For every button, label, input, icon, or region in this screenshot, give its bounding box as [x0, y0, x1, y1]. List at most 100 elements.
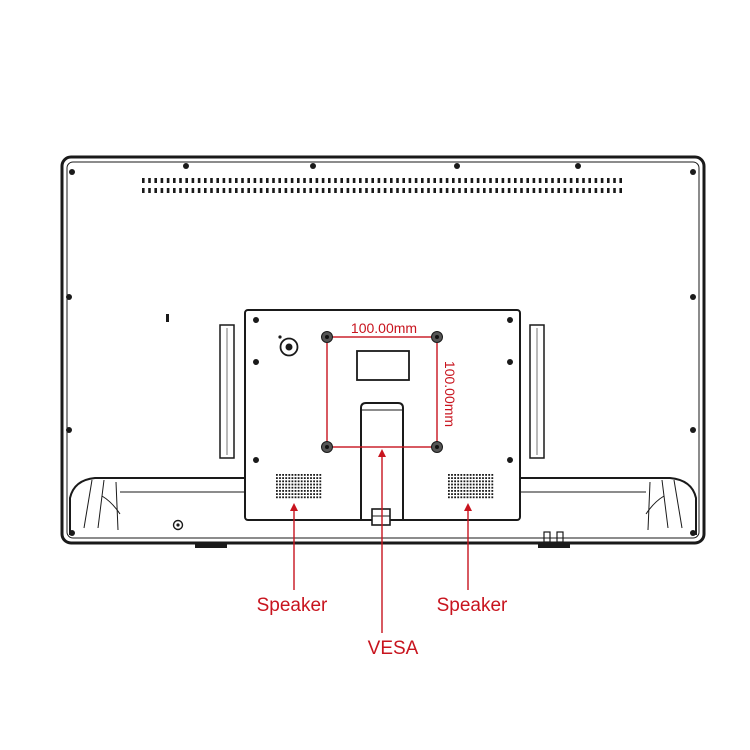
vent-slot [204, 188, 207, 193]
speaker-hole [300, 474, 303, 476]
speaker-hole [460, 483, 463, 486]
vesa-width-label: 100.00mm [351, 320, 417, 336]
speaker-hole [448, 490, 450, 492]
vent-slot [247, 178, 250, 183]
speaker-hole [300, 477, 303, 479]
vent-slot [297, 188, 300, 193]
speaker-hole [457, 474, 460, 476]
edge-screw-icon [69, 169, 75, 175]
audio-jack-icon [279, 337, 299, 357]
speaker-hole [288, 483, 291, 486]
vent-slot [352, 188, 356, 193]
vent-slot [563, 178, 567, 183]
vent-slot [222, 188, 226, 193]
speaker-hole [451, 493, 453, 495]
speaker-hole [482, 486, 484, 489]
speaker-hole [469, 490, 472, 492]
speaker-hole [463, 486, 466, 489]
speaker-hole [297, 490, 300, 492]
speaker-hole [454, 486, 456, 489]
speaker-hole [288, 474, 291, 476]
speaker-hole [288, 486, 291, 489]
speaker-hole [482, 490, 484, 492]
vesa-height-label: 100.00mm [442, 361, 458, 427]
vent-slot [619, 178, 622, 183]
speaker-hole [310, 490, 312, 492]
vesa-arrow-icon [378, 449, 386, 457]
vent-slot [514, 178, 517, 183]
speaker-hole [451, 477, 453, 479]
speaker-hole [319, 474, 322, 476]
vent-slot [476, 178, 480, 183]
vent-slot [160, 178, 164, 183]
speaker-hole [469, 483, 472, 486]
speaker-hole [485, 483, 487, 486]
vent-slot [520, 178, 523, 183]
speaker-hole [310, 493, 312, 495]
vent-slot [414, 188, 418, 193]
speaker-hole [466, 493, 469, 495]
vent-slot [501, 178, 505, 183]
speaker-hole [460, 486, 463, 489]
speaker-hole [307, 493, 309, 495]
port-right [556, 531, 564, 543]
vent-slot [235, 188, 238, 193]
vent-slot [427, 178, 430, 183]
speaker-hole [469, 486, 472, 489]
speaker-hole [297, 483, 300, 486]
speaker-left-arrow-icon [290, 503, 298, 511]
speaker-hole [469, 493, 472, 495]
speaker-hole [276, 477, 278, 479]
vent-slot [210, 188, 213, 193]
speaker-hole [463, 474, 466, 476]
edge-screw-icon [66, 294, 72, 300]
vent-slot [371, 178, 374, 183]
vent-slot [576, 178, 579, 183]
speaker-hole [297, 496, 300, 499]
speaker-hole [288, 496, 291, 499]
speaker-hole [291, 486, 294, 489]
vent-slot [216, 178, 219, 183]
speaker-hole [313, 483, 315, 486]
bottom-foot-left [195, 543, 227, 548]
edge-screw-icon [183, 163, 189, 169]
speaker-hole [282, 496, 284, 499]
vent-slot [166, 178, 170, 183]
vesa-pattern: 100.00mm 100.00mm [321, 320, 458, 453]
speaker-hole [491, 493, 494, 495]
speaker-hole [448, 486, 450, 489]
speaker-hole [451, 496, 453, 499]
speaker-hole [310, 477, 312, 479]
edge-screw-icon [575, 163, 581, 169]
speaker-hole [454, 493, 456, 495]
speaker-hole [279, 486, 281, 489]
speaker-hole [300, 490, 303, 492]
speaker-hole [469, 480, 472, 483]
speaker-hole [479, 486, 481, 489]
vent-slot [241, 178, 244, 183]
speaker-hole [475, 496, 478, 499]
vent-slot [334, 188, 337, 193]
vent-slot [365, 178, 368, 183]
speaker-hole [313, 493, 315, 495]
speaker-hole [472, 483, 475, 486]
speaker-hole [463, 477, 466, 479]
vent-slot [445, 188, 449, 193]
speaker-hole [291, 496, 294, 499]
vent-slot [507, 188, 511, 193]
vent-slot [563, 188, 567, 193]
speaker-hole [472, 496, 475, 499]
vent-slot [470, 188, 474, 193]
right-side-slot [529, 324, 545, 459]
speaker-hole [463, 480, 466, 483]
speaker-hole [448, 496, 450, 499]
vent-slot [185, 178, 188, 183]
speaker-hole [451, 483, 453, 486]
speaker-hole [460, 493, 463, 495]
speaker-hole [279, 477, 281, 479]
edge-screws [66, 163, 696, 536]
speaker-hole [479, 493, 481, 495]
edge-screw-icon [454, 163, 460, 169]
speaker-hole [491, 483, 494, 486]
speaker-hole [457, 486, 460, 489]
